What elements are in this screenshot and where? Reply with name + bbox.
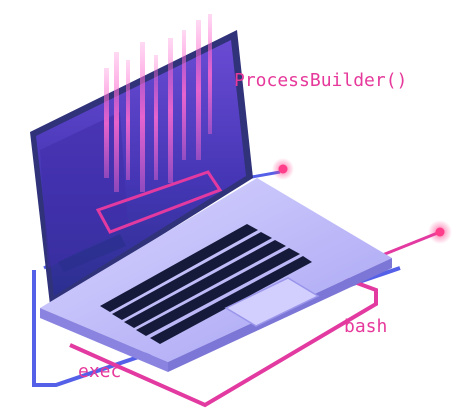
trackpad xyxy=(224,277,320,327)
code-rain xyxy=(104,14,212,192)
process-builder-label: ProcessBuilder() xyxy=(234,70,407,91)
wire-node-mid xyxy=(272,158,294,180)
bash-label: bash xyxy=(344,316,387,337)
keyboard xyxy=(100,224,312,344)
wire-node-right xyxy=(428,220,452,244)
exec-label: exec xyxy=(78,361,121,382)
